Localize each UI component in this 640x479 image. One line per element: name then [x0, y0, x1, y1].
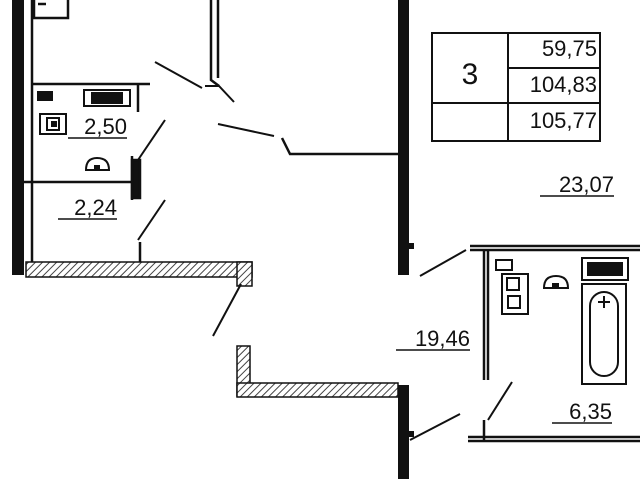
wall-hatched-stub — [236, 261, 253, 287]
hatched-walls — [25, 261, 399, 398]
shower-tray-icon — [83, 89, 131, 107]
bathtub-icon — [581, 283, 627, 385]
walls — [12, 0, 409, 479]
summary-rooms: 3 — [462, 58, 479, 91]
bathroom-small-fixtures — [37, 89, 131, 135]
room-area-bathroom: 6,35 — [569, 399, 612, 424]
wall-center-vertical — [398, 0, 409, 275]
cabinet-icon — [581, 257, 629, 281]
wall-hatched-top — [25, 261, 253, 278]
room-area-toilet: 2,24 — [74, 195, 117, 220]
doors — [137, 61, 513, 441]
toilet-fixtures — [84, 156, 111, 171]
washing-machine-icon-2 — [501, 273, 529, 315]
summary-living-area: 59,75 — [542, 36, 597, 61]
summary-table — [431, 32, 601, 142]
toilet-icon — [84, 156, 111, 171]
partitions — [24, 0, 640, 443]
wall-hatched-lower-horizontal — [236, 382, 399, 398]
wall-center-vertical-lower — [398, 385, 409, 479]
boiler-icon — [39, 113, 67, 135]
bathroom-fixtures — [495, 257, 629, 385]
water-heater-icon — [495, 259, 513, 271]
washing-machine-icon — [37, 91, 53, 101]
room-area-bathroom-small: 2,50 — [84, 114, 127, 139]
room-area-hallway: 19,46 — [415, 326, 470, 351]
summary-total-area-with-balcony: 105,77 — [530, 108, 597, 133]
corner-fixture — [32, 0, 70, 20]
sink-icon — [542, 274, 570, 289]
room-area-living-room: 23,07 — [559, 172, 614, 197]
summary-total-area: 104,83 — [530, 72, 597, 97]
wall-left-outer — [12, 0, 24, 275]
